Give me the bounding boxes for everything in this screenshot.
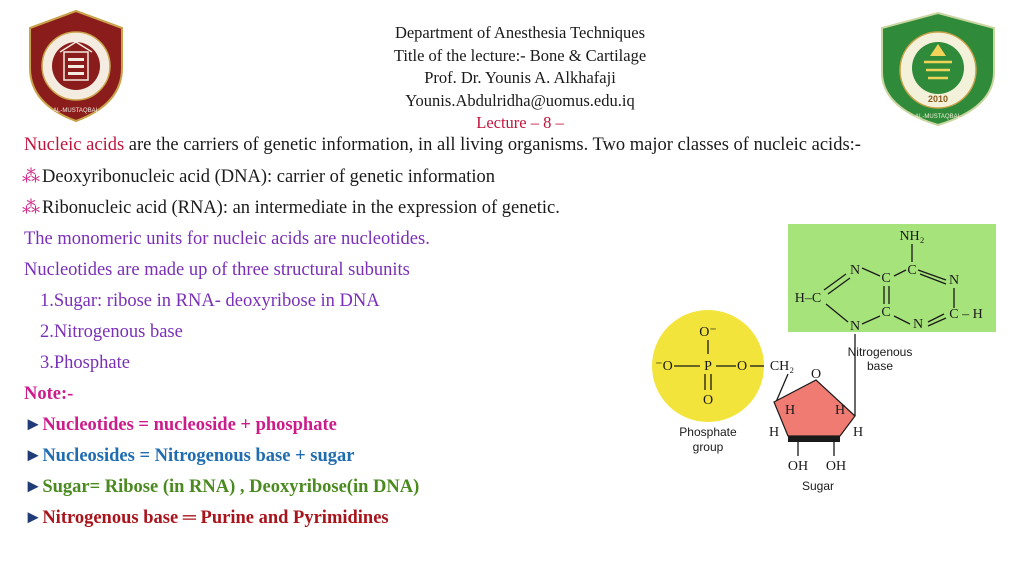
atom-n3: N xyxy=(913,317,923,332)
phosphate-label-line2: group xyxy=(693,440,724,454)
subunit-item: 2.Nitrogenous base xyxy=(40,322,183,342)
oh-label: OH xyxy=(788,459,808,474)
atom-n9: N xyxy=(850,319,860,334)
dna-text: Deoxyribonucleic acid (DNA): carrier of … xyxy=(42,167,496,187)
lecture-title: Title of the lecture:- Bone & Cartilage xyxy=(393,45,647,65)
atom-c5: C xyxy=(881,271,890,286)
intro-text: are the carriers of genetic information,… xyxy=(124,135,861,155)
dna-line: ⁂Deoxyribonucleic acid (DNA): carrier of… xyxy=(22,166,495,188)
phosphate-circle xyxy=(652,310,764,422)
atom-c4: C xyxy=(881,305,890,320)
sugar-h-label: H xyxy=(853,425,863,440)
sugar-h-label: H xyxy=(785,403,795,418)
note-item: ►Sugar= Ribose (in RNA) , Deoxyribose(in… xyxy=(24,477,419,498)
department-name: Department of Anesthesia Techniques xyxy=(394,23,646,42)
subunit-item: 1.Sugar: ribose in RNA- deoxyribose in D… xyxy=(40,291,380,311)
lecture-header: Department of Anesthesia Techniques Titl… xyxy=(340,22,700,135)
monomeric-line: The monomeric units for nucleic acids ar… xyxy=(24,229,430,249)
svg-text:AL-MUSTAQBAL: AL-MUSTAQBAL xyxy=(915,114,962,120)
subunit-item: 3.Phosphate xyxy=(40,353,130,373)
atom-c2h: C – H xyxy=(949,307,982,322)
note-item: ►Nitrogenous base ═ Purine and Pyrimidin… xyxy=(24,508,389,529)
lecture-number: Lecture – 8 – xyxy=(476,113,564,132)
professor-email: Younis.Abdulridha@uomus.edu.iq xyxy=(405,90,635,110)
note-text: Nitrogenous base ═ Purine and Pyrimidine… xyxy=(42,508,389,528)
atom-n1: N xyxy=(949,273,959,288)
note-label: Note:- xyxy=(24,384,74,404)
arrow-bullet-icon: ► xyxy=(24,508,43,528)
sugar-label: Sugar xyxy=(802,479,834,493)
star-bullet-icon: ⁂ xyxy=(22,166,40,186)
note-item: ►Nucleosides = Nitrogenous base + sugar xyxy=(24,446,354,467)
arrow-bullet-icon: ► xyxy=(24,415,43,435)
base-label-line2: base xyxy=(867,359,893,373)
professor-name: Prof. Dr. Younis A. Alkhafaji xyxy=(424,68,616,87)
ring-o-label: O xyxy=(811,367,821,382)
base-label-line1: Nitrogenous xyxy=(848,345,913,359)
phosphate-label-line1: Phosphate xyxy=(679,425,737,439)
university-logo-right: 2010 AL-MUSTAQBAL xyxy=(881,11,995,127)
svg-text:AL-MUSTAQBAL: AL-MUSTAQBAL xyxy=(53,108,100,114)
arrow-bullet-icon: ► xyxy=(24,477,43,497)
phosphate-o-top: O⁻ xyxy=(699,325,717,340)
phosphate-o-right: O xyxy=(737,359,747,374)
atom-hc8: H–C xyxy=(795,291,821,306)
intro-term: Nucleic acids xyxy=(24,135,125,155)
atom-n7: N xyxy=(850,263,860,278)
nh2-label: NH₂ xyxy=(899,229,924,244)
rna-line: ⁂Ribonucleic acid (RNA): an intermediate… xyxy=(22,197,560,219)
university-logo-left: AL-MUSTAQBAL xyxy=(29,9,123,123)
atom-c6: C xyxy=(907,263,916,278)
subunits-intro: Nucleotides are made up of three structu… xyxy=(24,260,410,280)
phosphate-o-bottom: O xyxy=(703,393,713,408)
sugar-h-label: H xyxy=(769,425,779,440)
note-text: Nucleosides = Nitrogenous base + sugar xyxy=(42,446,355,466)
oh-label: OH xyxy=(826,459,846,474)
svg-text:2010: 2010 xyxy=(928,94,948,104)
phosphate-o-left: ⁻O xyxy=(655,359,673,374)
intro-line: Nucleic acids are the carriers of geneti… xyxy=(24,135,861,156)
nucleotide-diagram: NH₂ C N C N H–C C N N C – H Nitrogenous … xyxy=(652,224,996,493)
rna-text: Ribonucleic acid (RNA): an intermediate … xyxy=(42,198,560,218)
arrow-bullet-icon: ► xyxy=(24,446,43,466)
ch2-label: CH₂ xyxy=(770,359,794,374)
note-text: Nucleotides = nucleoside + phosphate xyxy=(42,415,337,435)
star-bullet-icon: ⁂ xyxy=(22,197,40,217)
phosphate-p: P xyxy=(704,359,712,374)
base-panel xyxy=(788,224,996,332)
sugar-h-label: H xyxy=(835,403,845,418)
note-item: ►Nucleotides = nucleoside + phosphate xyxy=(24,415,337,436)
note-text: Sugar= Ribose (in RNA) , Deoxyribose(in … xyxy=(42,477,420,497)
